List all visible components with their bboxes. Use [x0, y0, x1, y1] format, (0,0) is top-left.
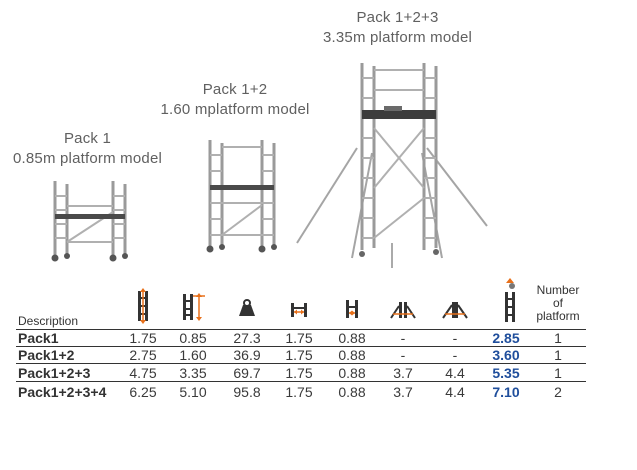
table-cell: 1.75 — [129, 330, 157, 346]
header-divider — [16, 329, 586, 330]
table-cell: 4.4 — [445, 384, 465, 400]
table-cell: 2.75 — [129, 347, 157, 363]
pack12-title: Pack 1+2 — [202, 81, 268, 98]
pack12-subtitle: 1.60 mplatform model — [160, 101, 310, 118]
table-cell: 5.10 — [179, 384, 207, 400]
scaffold-pack1-image — [51, 181, 128, 262]
number-of-platform-header: Number of platform — [536, 283, 580, 323]
table-row: Pack1+2+3 4.75 3.35 69.7 1.75 0.88 3.7 4.4 5.35 1 — [16, 365, 586, 381]
table-cell: 2 — [554, 384, 562, 400]
pack123-subtitle: 3.35m platform model — [322, 29, 473, 46]
description-header: Description — [18, 314, 79, 328]
table-cell: 69.7 — [233, 365, 261, 381]
platform-height-icon — [183, 293, 205, 321]
weight-icon — [239, 299, 255, 316]
row-description: Pack1 — [18, 330, 59, 346]
length-icon — [291, 303, 307, 317]
table-cell: 1.75 — [285, 384, 313, 400]
table-cell: 1 — [554, 347, 562, 363]
table-cell: 1.75 — [285, 347, 313, 363]
row-divider — [16, 363, 586, 364]
row-description: Pack1+2+3 — [18, 365, 91, 381]
table-cell: 6.25 — [129, 384, 157, 400]
table-cell: 0.88 — [338, 365, 366, 381]
row-description: Pack1+2 — [18, 347, 75, 363]
height-icon — [138, 288, 148, 324]
working-height-value: 3.60 — [492, 347, 520, 363]
table-cell: - — [400, 330, 406, 346]
table-cell: 0.88 — [338, 330, 366, 346]
table-cell: 1 — [554, 365, 562, 381]
table-cell: 3.35 — [179, 365, 207, 381]
width-icon — [346, 300, 358, 318]
row-divider — [16, 346, 586, 347]
pack123-title: Pack 1+2+3 — [356, 9, 439, 26]
scaffold-pack123-image — [296, 63, 488, 268]
table-cell: 3.7 — [393, 365, 413, 381]
pack1-title: Pack 1 — [63, 130, 112, 147]
table-cell: 0.88 — [338, 347, 366, 363]
table-cell: 1.60 — [179, 347, 207, 363]
pack12-caption: Pack 1+2 1.60 mplatform model — [150, 80, 320, 120]
working-height-icon — [505, 278, 515, 322]
table-cell: - — [400, 347, 406, 363]
stabiliser-small-icon — [390, 302, 416, 319]
table-cell: 95.8 — [233, 384, 261, 400]
table-row: Pack1+2+3+4 6.25 5.10 95.8 1.75 0.88 3.7 4.4 7.1… — [16, 384, 586, 400]
table-cell: 36.9 — [233, 347, 261, 363]
pack123-caption: Pack 1+2+3 3.35m platform model — [300, 8, 495, 48]
stabiliser-large-icon — [442, 302, 468, 319]
table-cell: 4.75 — [129, 365, 157, 381]
table-cell: 0.88 — [338, 384, 366, 400]
row-description: Pack1+2+3+4 — [18, 384, 107, 400]
pack1-caption: Pack 1 0.85m platform model — [0, 129, 175, 169]
table-row: Pack1+2 2.75 1.60 36.9 1.75 0.88 - - 3.60 1 — [16, 347, 586, 363]
working-height-value: 7.10 — [492, 384, 520, 400]
table-cell: 1.75 — [285, 330, 313, 346]
table-cell: 1 — [554, 330, 562, 346]
table-cell: 4.4 — [445, 365, 465, 381]
table-cell: 27.3 — [233, 330, 261, 346]
table-cell: 3.7 — [393, 384, 413, 400]
working-height-value: 2.85 — [492, 330, 520, 346]
scaffold-pack12-image — [206, 140, 277, 253]
pack1-subtitle: 0.85m platform model — [12, 150, 163, 167]
table-cell: 0.85 — [179, 330, 207, 346]
working-height-value: 5.35 — [492, 365, 520, 381]
table-cell: 1.75 — [285, 365, 313, 381]
table-cell: - — [452, 330, 458, 346]
table-cell: - — [452, 347, 458, 363]
table-row: Pack1 1.75 0.85 27.3 1.75 0.88 - - 2.85 1 — [16, 330, 586, 346]
row-divider — [16, 381, 586, 382]
